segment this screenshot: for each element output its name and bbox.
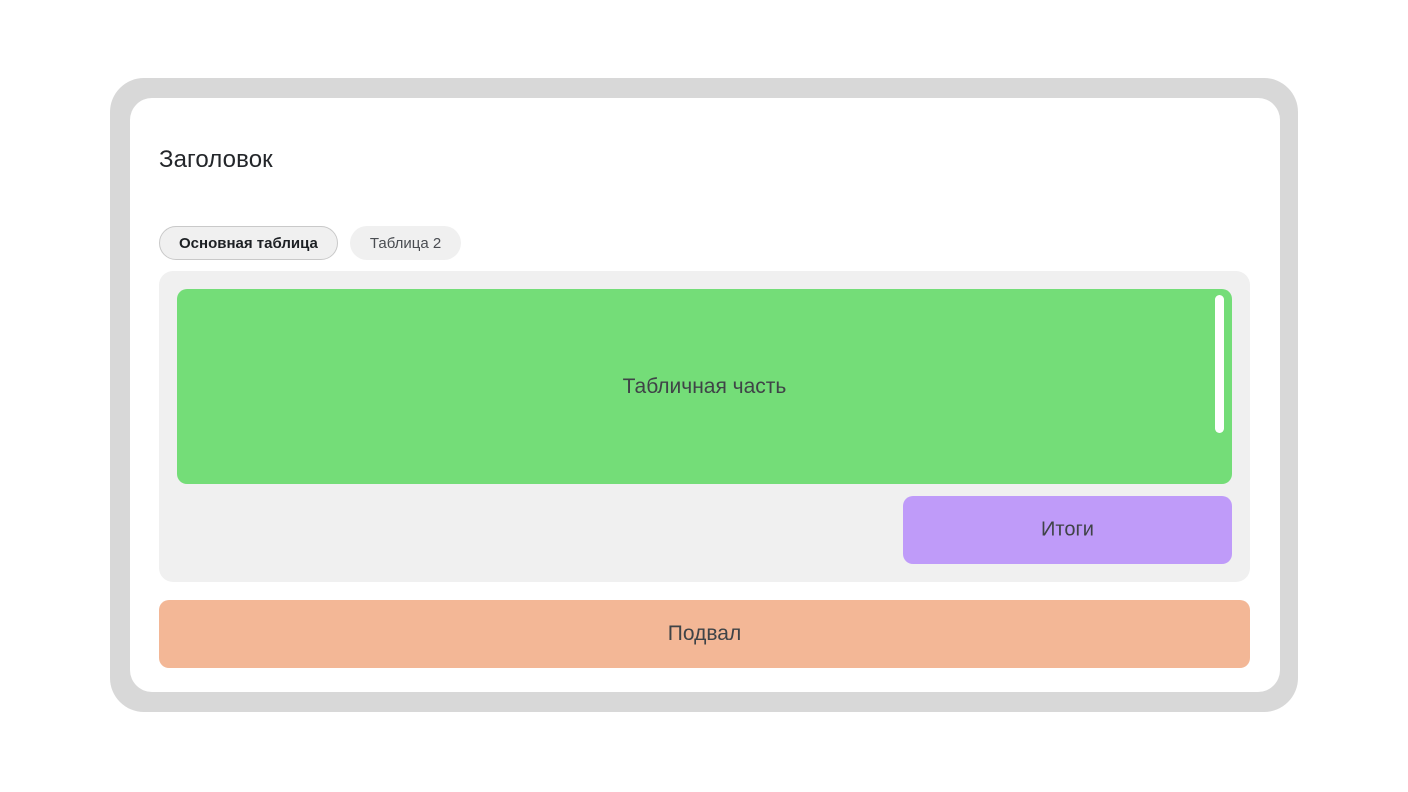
table-part-panel[interactable]: Табличная часть — [177, 289, 1232, 484]
page-title: Заголовок — [159, 146, 273, 173]
tab-bar: Основная таблица Таблица 2 — [159, 226, 462, 260]
table-part-label: Табличная часть — [622, 374, 787, 398]
app-card: Заголовок Основная таблица Таблица 2 Таб… — [130, 98, 1280, 692]
tab-main-table-label: Основная таблица — [179, 234, 318, 252]
footer-label: Подвал — [667, 622, 742, 645]
device-frame: Заголовок Основная таблица Таблица 2 Таб… — [110, 78, 1298, 712]
totals-label: Итоги — [1041, 518, 1094, 541]
tab-table-2-label: Таблица 2 — [369, 234, 442, 252]
totals-panel[interactable]: Итоги — [903, 496, 1232, 564]
tab-table-2[interactable]: Таблица 2 — [349, 226, 462, 260]
table-container: Табличная часть Итоги — [159, 271, 1250, 582]
tab-main-table[interactable]: Основная таблица — [159, 226, 338, 260]
footer-panel[interactable]: Подвал — [159, 600, 1250, 668]
vertical-scrollbar[interactable] — [1215, 295, 1224, 433]
